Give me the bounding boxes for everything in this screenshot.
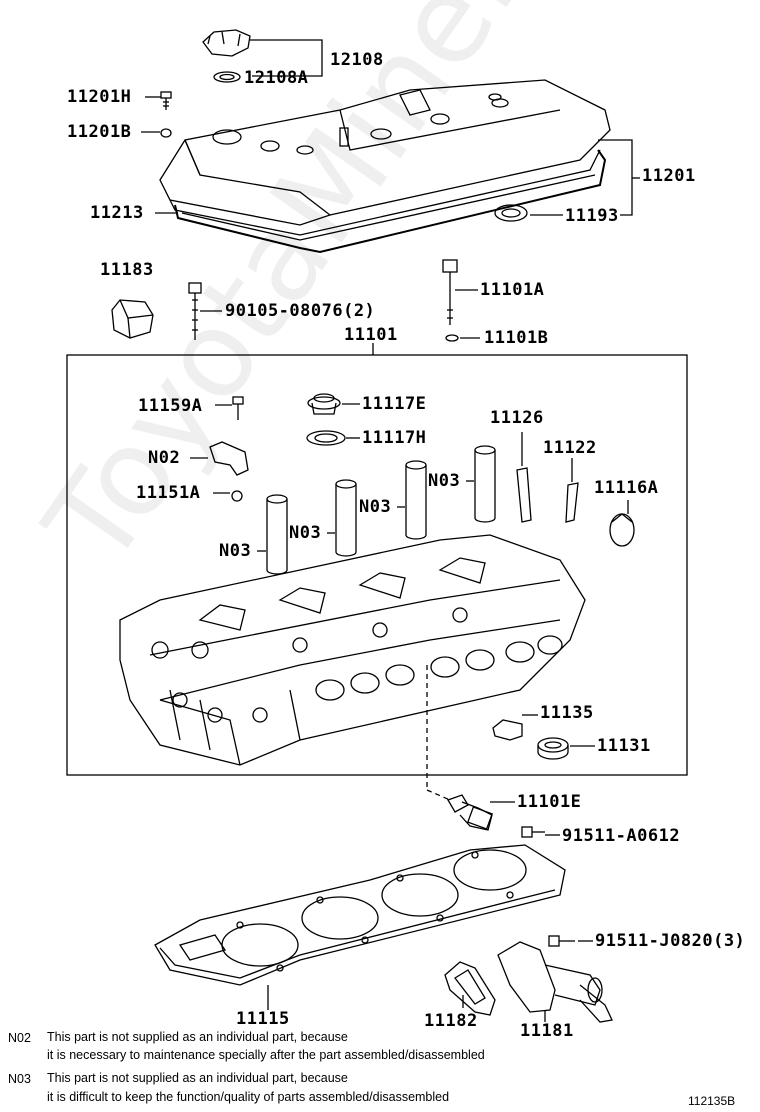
sleeve-n03-3 xyxy=(405,460,427,540)
label-12108a: 12108A xyxy=(244,68,309,88)
label-11182: 11182 xyxy=(424,1011,478,1031)
label-n03-2: N03 xyxy=(289,523,322,543)
water-outlet-11181 xyxy=(497,941,613,1023)
label-11117e: 11117E xyxy=(362,394,427,414)
bolt-11159a xyxy=(232,396,244,420)
label-11116a: 11116A xyxy=(594,478,659,498)
label-11201: 11201 xyxy=(642,166,696,186)
cylinder-head-box xyxy=(66,354,688,776)
gasket-11182 xyxy=(444,961,496,1016)
guide-11126 xyxy=(516,467,532,523)
cylinder-head-cover xyxy=(159,79,611,236)
nut-11151a xyxy=(231,490,243,502)
label-11201b: 11201B xyxy=(67,122,132,142)
note-n02-line2: it is necessary to maintenance specially… xyxy=(47,1048,485,1062)
bolt-91511-a0612 xyxy=(521,826,545,838)
label-11122: 11122 xyxy=(543,438,597,458)
gasket-11117h xyxy=(306,430,346,446)
label-11101e: 11101E xyxy=(517,792,582,812)
seal-11131 xyxy=(537,737,569,760)
bolt-90105 xyxy=(188,282,202,340)
label-11101: 11101 xyxy=(344,325,398,345)
guide-11122 xyxy=(565,482,579,523)
label-11135: 11135 xyxy=(540,703,594,723)
label-11115: 11115 xyxy=(236,1009,290,1029)
part-11135 xyxy=(492,719,523,741)
bolt-91511-j0820 xyxy=(548,935,575,947)
label-11131: 11131 xyxy=(597,736,651,756)
bracket-n02 xyxy=(209,441,249,476)
label-n03-4: N03 xyxy=(428,471,461,491)
label-11213: 11213 xyxy=(90,203,144,223)
label-11183: 11183 xyxy=(100,260,154,280)
note-n03-line1: This part is not supplied as an individu… xyxy=(47,1071,348,1085)
note-code-n02: N02 xyxy=(8,1031,31,1045)
sleeve-n03-1 xyxy=(266,494,288,575)
cap-11117e xyxy=(307,393,341,415)
label-11181: 11181 xyxy=(520,1021,574,1041)
label-11201h: 11201H xyxy=(67,87,132,107)
leader-12108 xyxy=(250,39,323,77)
cylinder-head xyxy=(119,534,586,766)
sleeve-n03-2 xyxy=(335,479,357,557)
note-n03-line2: it is difficult to keep the function/qua… xyxy=(47,1090,450,1104)
grommet-11201b xyxy=(160,128,172,138)
label-91511-a0612: 91511-A0612 xyxy=(562,826,681,846)
note-n02-line1: This part is not supplied as an individu… xyxy=(47,1030,348,1044)
bolt-11101a xyxy=(442,259,458,325)
sleeve-n03-4 xyxy=(474,445,496,523)
label-11126: 11126 xyxy=(490,408,544,428)
washer-11101b xyxy=(445,334,459,342)
label-12108: 12108 xyxy=(330,50,384,70)
sensor-11101e xyxy=(447,794,493,831)
label-11159a: 11159A xyxy=(138,396,203,416)
label-n02: N02 xyxy=(148,448,181,468)
bolt-11201h xyxy=(160,91,172,110)
label-11193: 11193 xyxy=(565,206,619,226)
cover-gasket xyxy=(174,149,607,254)
label-n03-3: N03 xyxy=(359,497,392,517)
seal-11193 xyxy=(494,204,528,222)
label-n03-1: N03 xyxy=(219,541,252,561)
head-gasket xyxy=(154,844,566,986)
label-91511-j0820: 91511-J0820(3) xyxy=(595,931,746,951)
diagram-code: 112135B xyxy=(688,1094,736,1108)
plug-11116a xyxy=(609,513,635,547)
label-11151a: 11151A xyxy=(136,483,201,503)
label-90105-08076: 90105-08076(2) xyxy=(225,301,376,321)
label-11117h: 11117H xyxy=(362,428,427,448)
label-11101b: 11101B xyxy=(484,328,549,348)
plug-11183 xyxy=(111,299,154,339)
note-code-n03: N03 xyxy=(8,1072,31,1086)
oil-filler-cap xyxy=(202,29,251,83)
label-11101a: 11101A xyxy=(480,280,545,300)
